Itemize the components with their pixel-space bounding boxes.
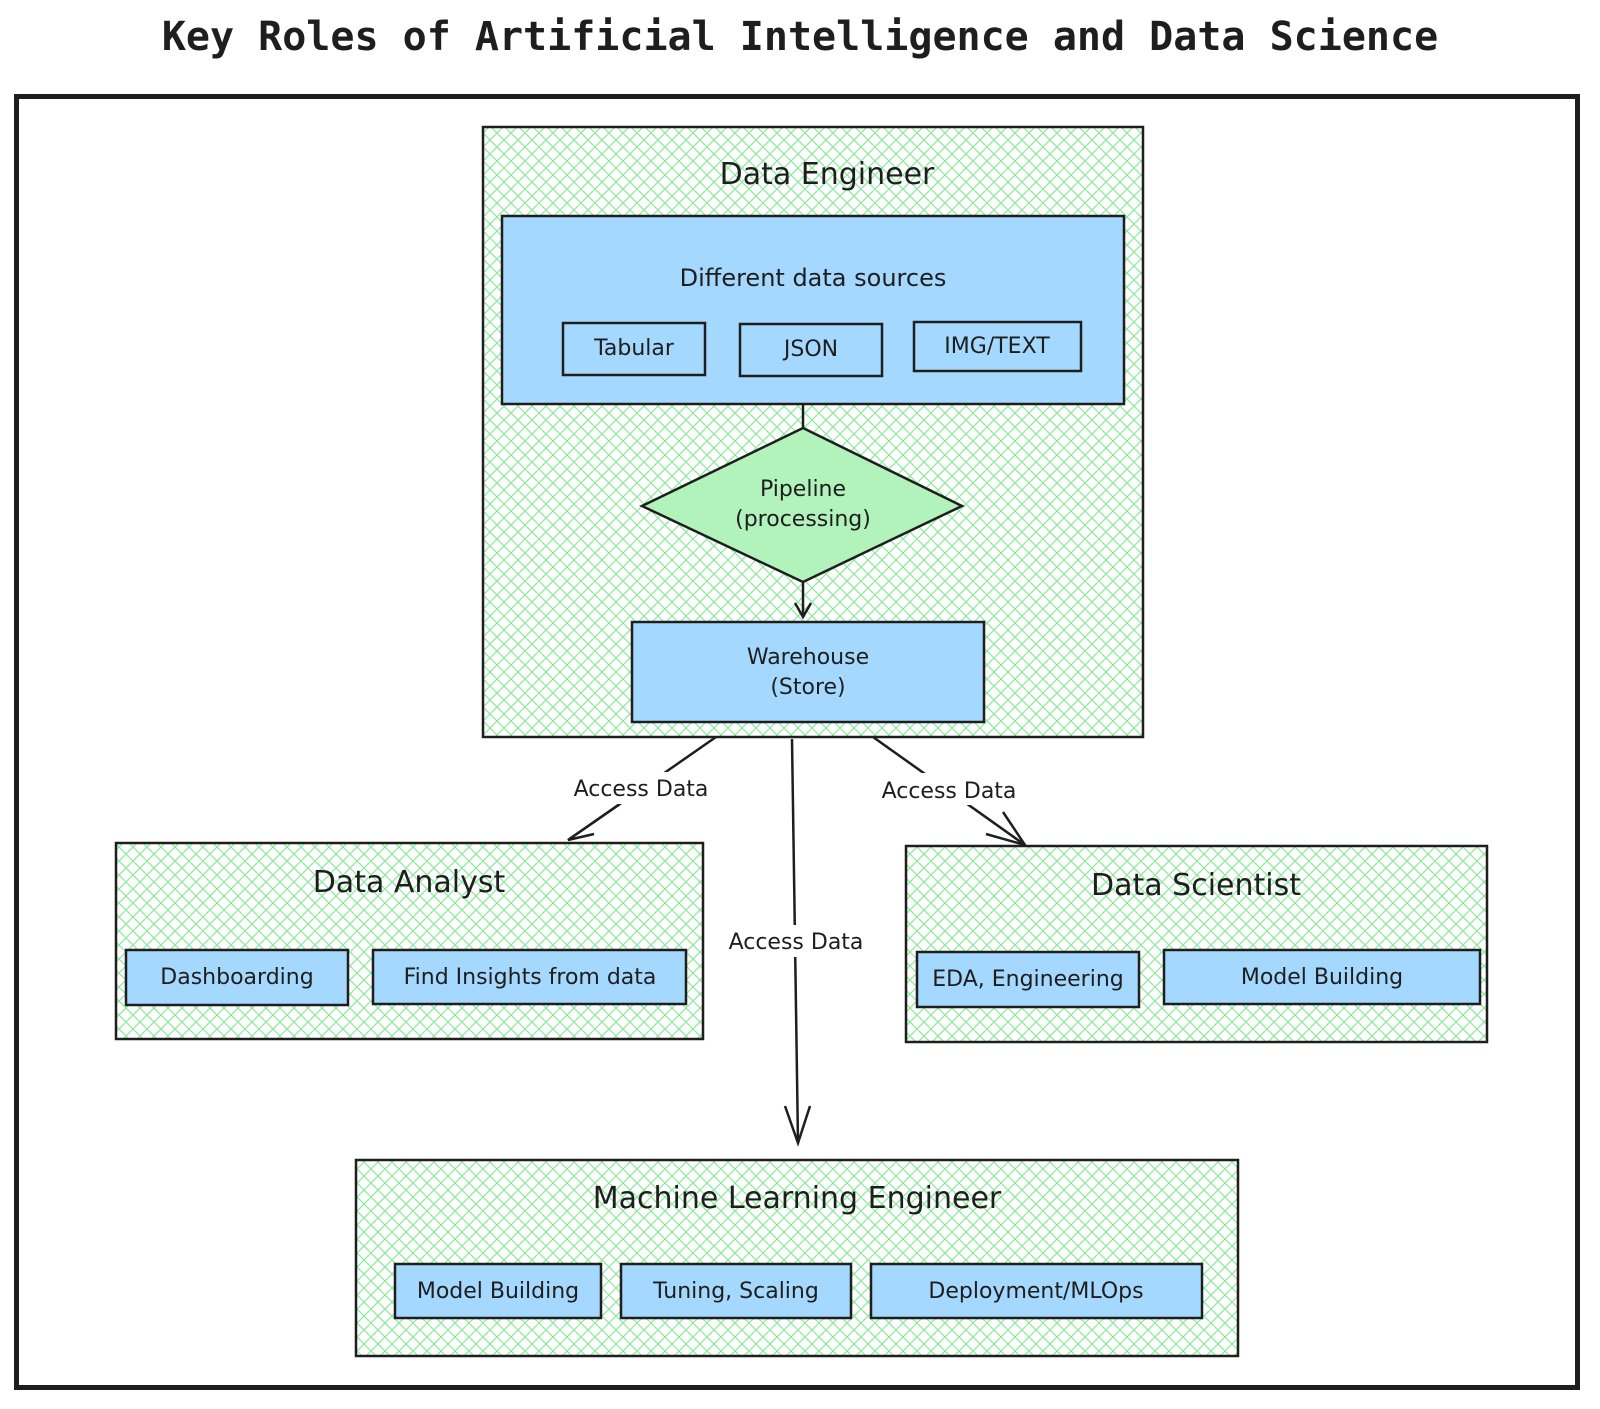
source-json: JSON <box>782 337 838 362</box>
data-analyst-title: Data Analyst <box>313 865 506 900</box>
arrow-to-ml-engineer <box>715 738 877 1147</box>
analyst-item-find-insights: Find Insights from data <box>404 965 657 990</box>
analyst-item-dashboarding: Dashboarding <box>160 965 313 990</box>
outer-frame <box>14 94 1580 1390</box>
arrow-to-data-scientist <box>868 735 1030 848</box>
ml-item-deployment: Deployment/MLOps <box>928 1279 1143 1304</box>
warehouse-sublabel: (Store) <box>770 675 845 700</box>
data-engineer-group: Data Engineer Different data sources Tab… <box>481 125 1145 739</box>
data-sources-box: Different data sources Tabular JSON IMG/… <box>500 214 1126 406</box>
ml-engineer-group: Machine Learning Engineer Model Building… <box>354 1158 1240 1358</box>
scientist-item-eda: EDA, Engineering <box>932 967 1124 992</box>
diagram-title: Key Roles of Artificial Intelligence and… <box>161 14 1439 60</box>
pipeline-sublabel: (processing) <box>735 507 871 532</box>
source-tabular: Tabular <box>593 336 675 361</box>
pipeline-to-warehouse-arrow <box>793 582 813 620</box>
ml-item-tuning-scaling: Tuning, Scaling <box>652 1279 819 1304</box>
edge-label-to-analyst: Access Data <box>574 777 709 802</box>
pipeline-diamond: Pipeline (processing) <box>639 426 965 584</box>
edge-label-to-ml-engineer: Access Data <box>729 930 864 955</box>
data-engineer-title: Data Engineer <box>720 157 935 192</box>
data-scientist-title: Data Scientist <box>1091 868 1301 903</box>
edge-label-to-scientist: Access Data <box>882 779 1017 804</box>
scientist-item-model-building: Model Building <box>1241 965 1403 990</box>
pipeline-label: Pipeline <box>760 477 846 502</box>
ml-engineer-title: Machine Learning Engineer <box>593 1181 1002 1216</box>
warehouse-label: Warehouse <box>747 645 869 670</box>
arrow-to-data-analyst <box>560 735 722 842</box>
ml-item-model-building: Model Building <box>417 1279 579 1304</box>
source-img-text: IMG/TEXT <box>944 334 1050 359</box>
data-analyst-group: Data Analyst Dashboarding Find Insights … <box>114 841 705 1041</box>
data-sources-title: Different data sources <box>680 264 947 292</box>
data-scientist-group: Data Scientist EDA, Engineering Model Bu… <box>904 844 1489 1044</box>
warehouse-box: Warehouse (Store) <box>630 620 986 724</box>
